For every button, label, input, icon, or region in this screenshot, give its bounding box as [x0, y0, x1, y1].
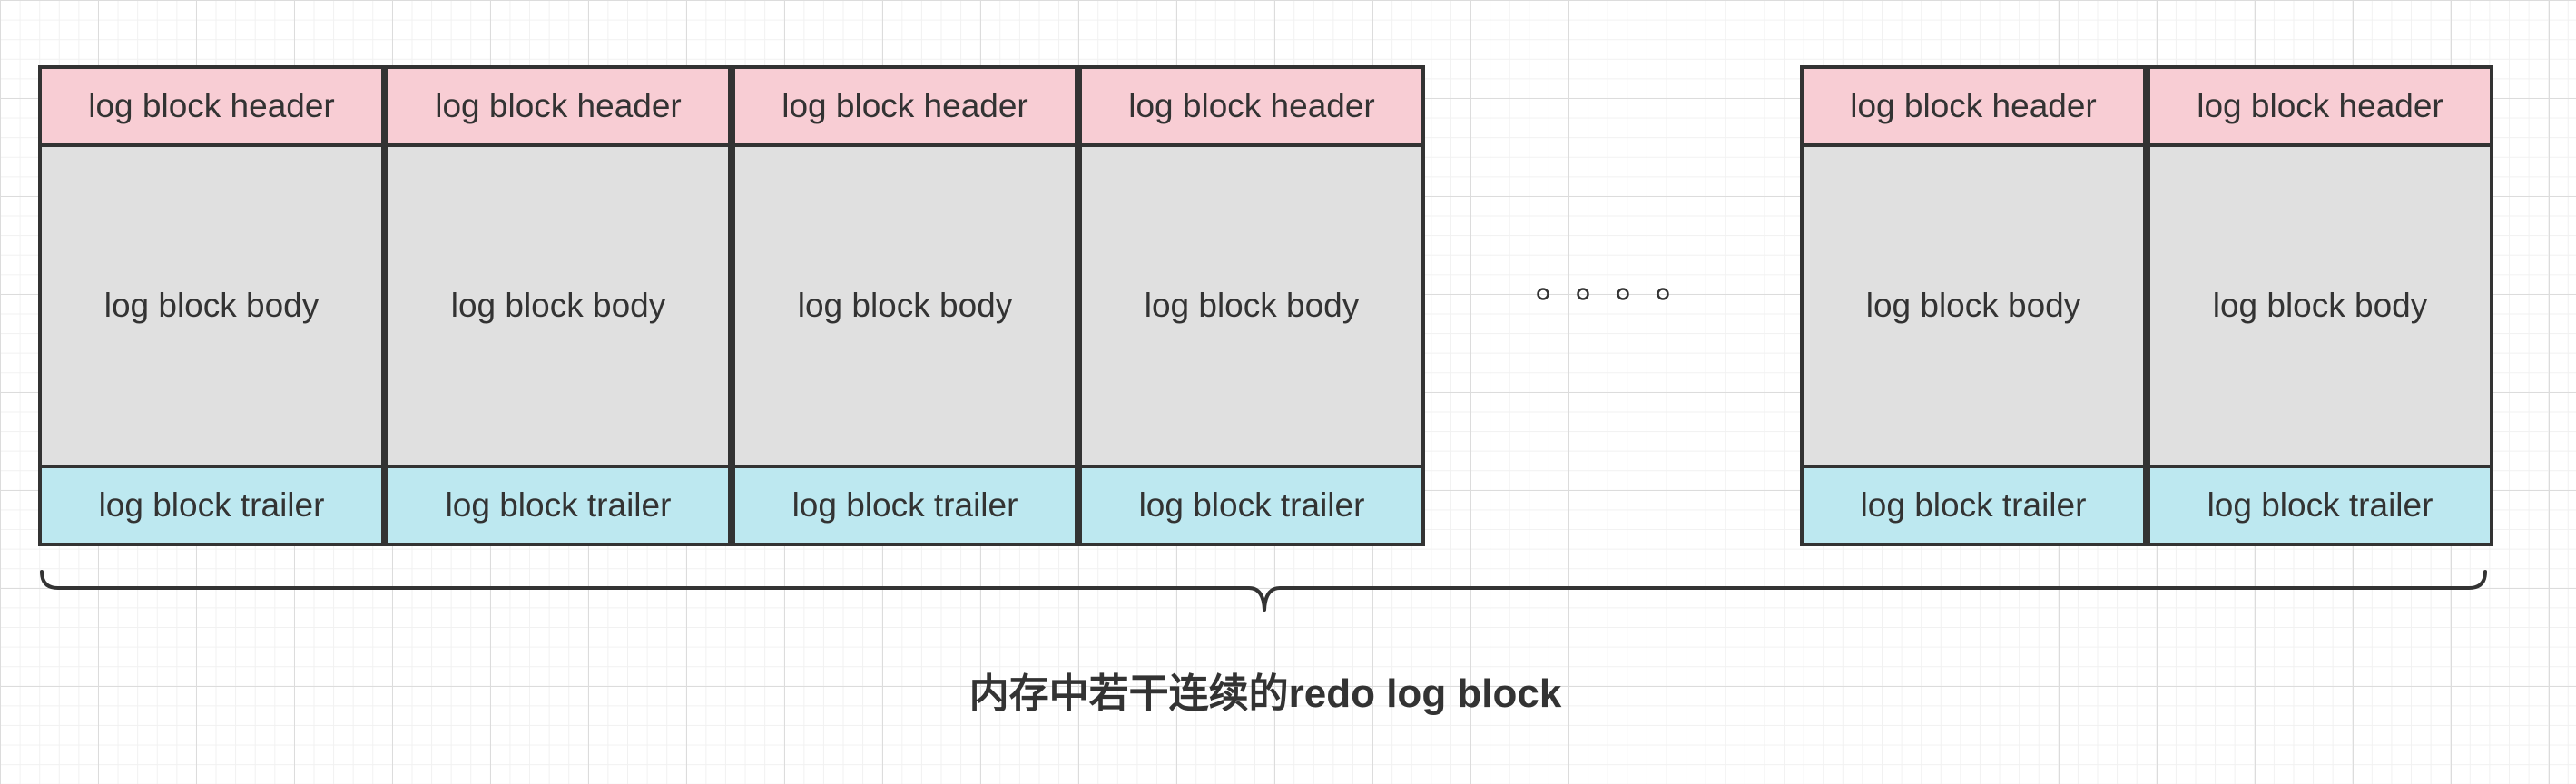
log-block-header: log block header	[1804, 69, 2143, 147]
log-block-2: log block header log block body log bloc…	[385, 65, 732, 546]
log-block-body: log block body	[1082, 147, 1421, 465]
log-block-header: log block header	[1082, 69, 1421, 147]
log-block-4: log block header log block body log bloc…	[1078, 65, 1425, 546]
log-block-3: log block header log block body log bloc…	[732, 65, 1078, 546]
log-block-trailer: log block trailer	[1804, 465, 2143, 543]
log-block-1: log block header log block body log bloc…	[38, 65, 385, 546]
log-block-body: log block body	[1804, 147, 2143, 465]
log-block-header: log block header	[388, 69, 728, 147]
diagram-caption: 内存中若干连续的redo log block	[968, 671, 1562, 716]
log-block-body: log block body	[388, 147, 728, 465]
log-block-header: log block header	[2150, 69, 2490, 147]
log-block-trailer: log block trailer	[1082, 465, 1421, 543]
log-block-6: log block header log block body log bloc…	[2147, 65, 2493, 546]
log-block-trailer: log block trailer	[735, 465, 1075, 543]
log-block-trailer: log block trailer	[42, 465, 381, 543]
log-block-body: log block body	[2150, 147, 2490, 465]
log-block-trailer: log block trailer	[2150, 465, 2490, 543]
log-block-5: log block header log block body log bloc…	[1800, 65, 2147, 546]
log-block-header: log block header	[735, 69, 1075, 147]
ellipsis-dots-icon	[1537, 288, 1669, 300]
log-block-trailer: log block trailer	[388, 465, 728, 543]
log-block-header: log block header	[42, 69, 381, 147]
log-block-body: log block body	[42, 147, 381, 465]
log-block-body: log block body	[735, 147, 1075, 465]
